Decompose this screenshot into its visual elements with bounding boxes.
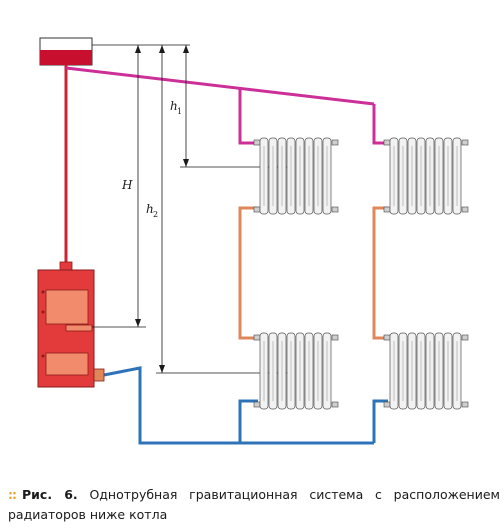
- dimension-label-H: H: [121, 178, 133, 192]
- radiator-upper-left: [253, 137, 339, 215]
- figure-caption: ::Рис. 6. Однотрубная гравитационная сис…: [8, 485, 500, 525]
- boiler-middle-slot: [65, 324, 93, 332]
- supply-pipe: [65, 66, 388, 145]
- boiler-lower-panel: [45, 352, 89, 376]
- radiator-lower-right: [383, 332, 469, 410]
- dimension-label-h2-sub: 2: [153, 210, 158, 219]
- caption-label: Рис. 6.: [22, 487, 78, 502]
- heating-system-diagram: H h 2 h 1: [37, 37, 469, 445]
- expansion-tank: [39, 37, 93, 66]
- dimension-label-h2: h: [146, 202, 154, 216]
- radiator-upper-right: [383, 137, 469, 215]
- radiators: [253, 137, 469, 410]
- dimension-label-h1: h: [170, 99, 178, 113]
- caption-text: Однотрубная гравитационная система с рас…: [8, 487, 500, 522]
- return-pipe: [103, 366, 388, 445]
- boiler-return-connector: [93, 368, 105, 382]
- boiler-upper-panel: [45, 289, 89, 325]
- radiator-lower-left: [253, 332, 339, 410]
- dimension-arrows: [135, 45, 189, 373]
- dimension-label-h1-sub: 1: [177, 107, 182, 116]
- caption-bullet: ::: [8, 487, 17, 502]
- boiler: [37, 261, 105, 388]
- transit-pipe: [238, 206, 388, 340]
- tank-water: [40, 50, 92, 65]
